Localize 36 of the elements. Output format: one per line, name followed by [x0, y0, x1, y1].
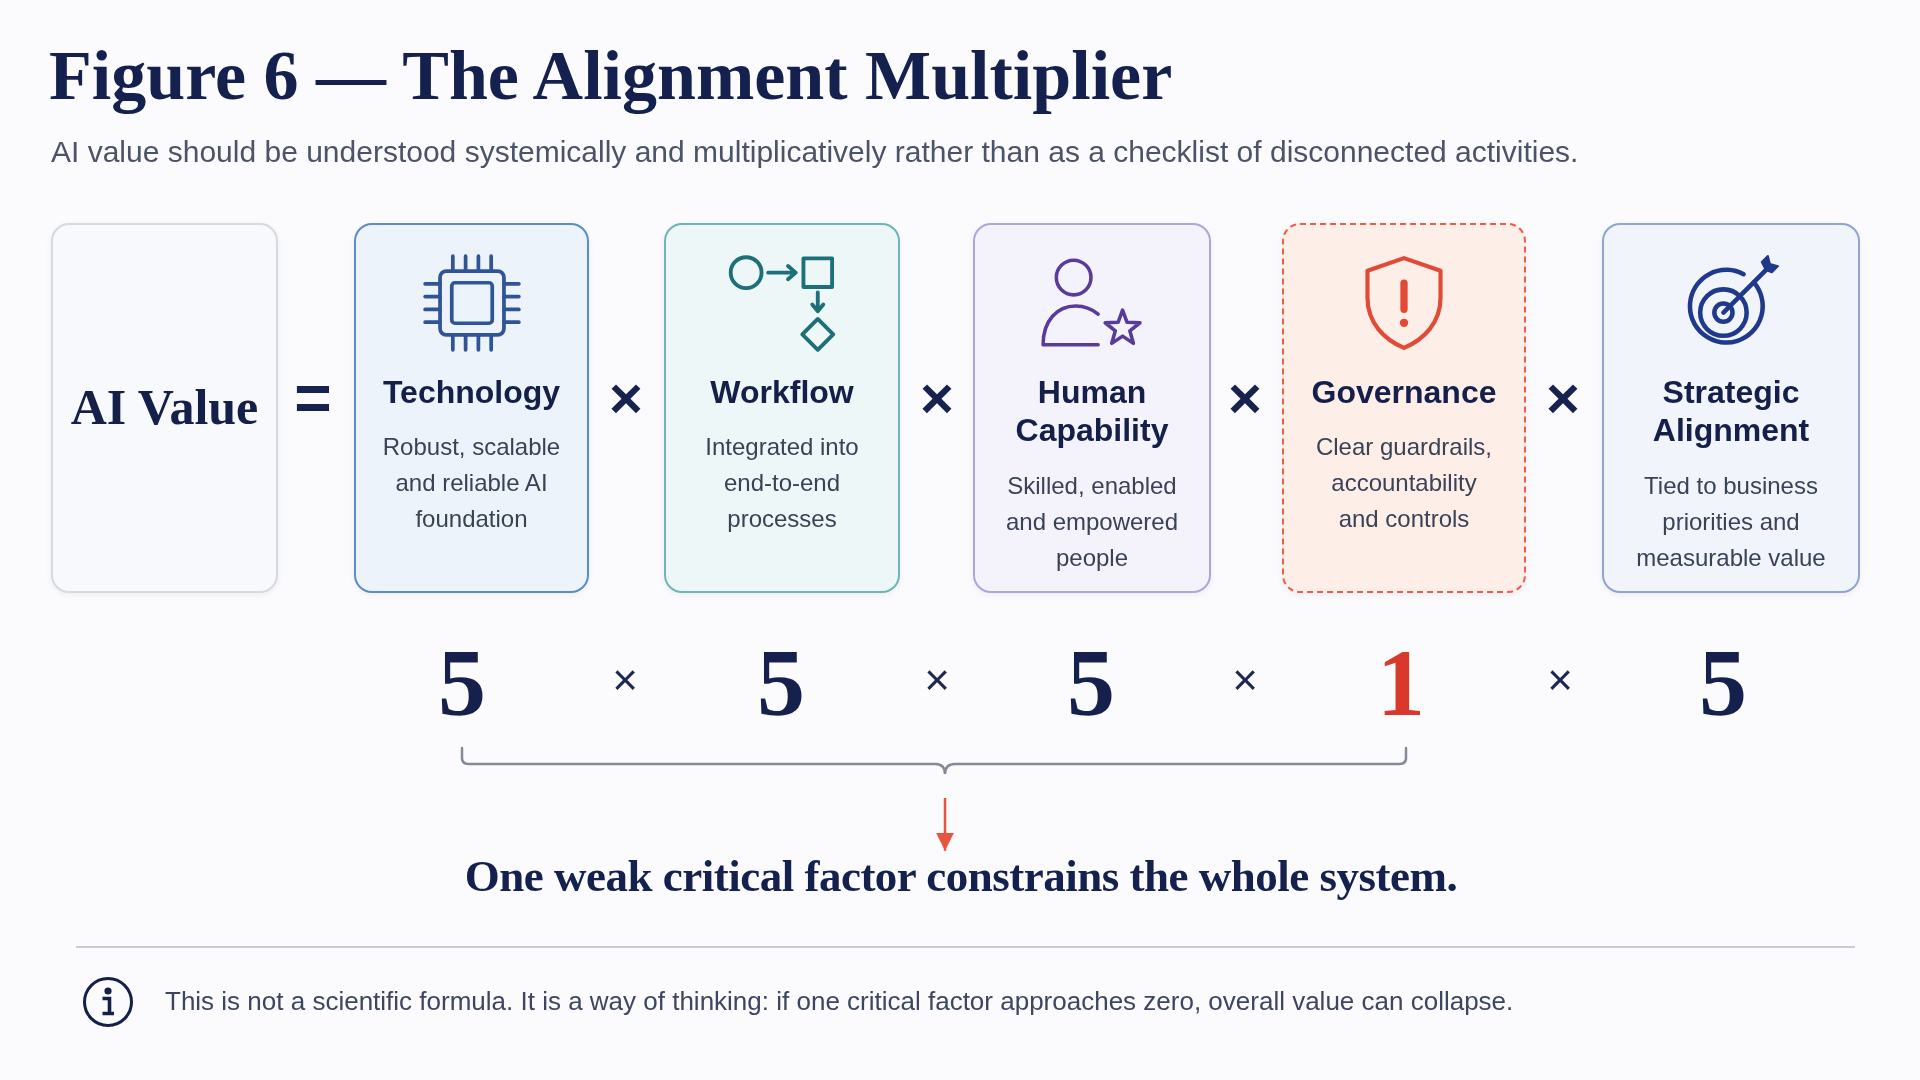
factor-score: 5: [1067, 635, 1115, 731]
factor-score: 5: [1699, 635, 1747, 731]
card-description: Tied to business priorities and measurable value: [1635, 470, 1827, 573]
multiply-sign: ×: [1547, 658, 1573, 702]
equals-sign: =: [294, 366, 332, 430]
multiply-sign: ×: [1546, 369, 1580, 427]
factor-card: [1282, 223, 1526, 593]
card-title: Strategic Alignment: [1651, 373, 1811, 450]
multiply-sign: ×: [920, 369, 954, 427]
factor-score: 1: [1377, 635, 1425, 731]
card-title: Governance: [1311, 373, 1497, 412]
card-description: Integrated into end-to-end processes: [704, 432, 860, 535]
factor-card: [1602, 223, 1860, 593]
multiply-sign: ×: [1232, 658, 1258, 702]
card-description: Skilled, enabled and empowered people: [1004, 470, 1180, 573]
card-description: Robust, scalable and reliable AI foundation: [381, 432, 562, 535]
equation-term: AI Value: [70, 379, 259, 437]
factor-score: 5: [438, 635, 486, 731]
equation-card: [51, 223, 278, 593]
disclaimer-note: This is not a scientific formula. It is a way of thinking: if one critical factor approaches zero, overall value can collapse.: [165, 986, 1514, 1018]
factor-score: 5: [757, 635, 805, 731]
multiply-sign: ×: [612, 658, 638, 702]
card-title: Technology: [382, 373, 561, 412]
card-title: Human Capability: [1014, 373, 1170, 450]
multiply-sign: ×: [924, 658, 950, 702]
figure-title: Figure 6 — The Alignment Multiplier: [49, 36, 1173, 116]
conclusion-text: One weak critical factor constrains the whole system.: [464, 850, 1458, 902]
multiply-sign: ×: [1228, 369, 1262, 427]
card-description: Clear guardrails, accountability and controls: [1314, 432, 1494, 535]
subtitle: AI value should be understood systemically and multiplicatively rather than as a checklist of disconnected activities.: [51, 134, 1579, 170]
multiply-sign: ×: [609, 369, 643, 427]
factor-card: [973, 223, 1211, 593]
factor-card: [354, 223, 589, 593]
factor-card: [664, 223, 900, 593]
card-title: Workflow: [710, 373, 854, 412]
arrow: [936, 798, 954, 851]
